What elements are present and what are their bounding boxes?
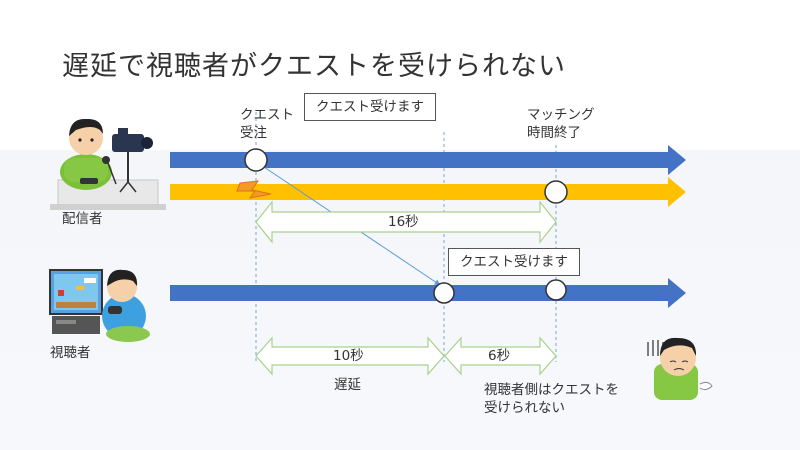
- span-arrow-6: [444, 336, 557, 376]
- viewer-arrival-point: [433, 282, 455, 304]
- duration-6-label: 6秒: [488, 348, 511, 364]
- duration-10-label: 10秒: [333, 348, 364, 364]
- viewer-end-point: [545, 279, 567, 301]
- span-arrow-10: [255, 336, 445, 376]
- span-arrow-16: [255, 200, 557, 244]
- page-title: 遅延で視聴者がクエストを受けられない: [62, 51, 566, 82]
- streamer-label: 配信者: [62, 211, 103, 227]
- quest-order-point: [244, 148, 268, 172]
- viewer-side-label: 視聴者側はクエストを 受けられない: [484, 382, 619, 416]
- matching-end-point: [544, 180, 568, 204]
- lightning-icon: [236, 180, 272, 199]
- delay-label: 遅延: [334, 377, 361, 393]
- streamer-illustration: [50, 118, 166, 210]
- guide-lines: [255, 112, 557, 362]
- viewer-label: 視聴者: [50, 345, 91, 361]
- quest-order-label: クエスト 受注: [240, 107, 294, 141]
- viewer-quest-box: クエスト受けます: [448, 248, 580, 276]
- streamer-timeline-arrow: [170, 145, 686, 175]
- duration-16-label: 16秒: [388, 214, 419, 230]
- matching-timeline-arrow: [170, 177, 686, 207]
- sad-person-illustration: [647, 337, 713, 400]
- viewer-timeline-arrow: [170, 278, 686, 308]
- viewer-illustration: [49, 269, 150, 342]
- matching-end-label: マッチング 時間終了: [527, 107, 595, 141]
- streamer-quest-box: クエスト受けます: [304, 93, 436, 121]
